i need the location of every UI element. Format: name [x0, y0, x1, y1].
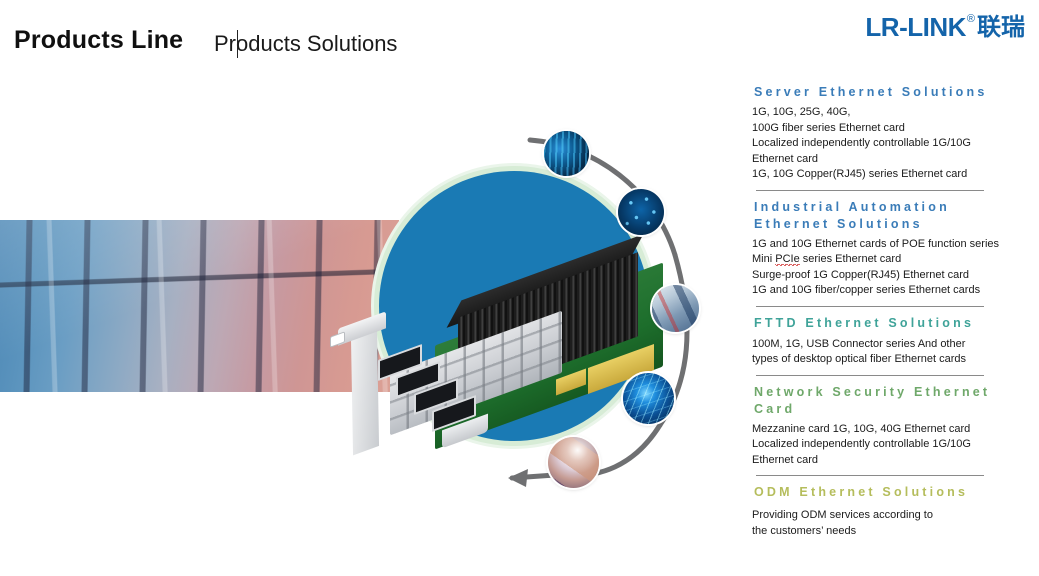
- section-line: 100M, 1G, USB Connector series And other: [752, 337, 966, 350]
- section-line: Providing ODM services according to: [752, 509, 933, 521]
- section-line: 1G and 10G Ethernet cards of POE functio…: [752, 237, 1000, 250]
- section-body: 1G and 10G Ethernet cards of POE functio…: [752, 237, 1035, 299]
- section-body: 100M, 1G, USB Connector series And other…: [752, 337, 1035, 368]
- lr-link-logo: LR-LINK ® 联瑞: [865, 12, 1025, 50]
- section-server-ethernet-solutions: Server Ethernet Solutions 1G, 10G, 25G, …: [750, 84, 1035, 191]
- section-line: Mini PCIe series Ethernet card: [752, 253, 902, 266]
- section-line: the customers’ needs: [752, 524, 857, 537]
- section-heading: ODM Ethernet Solutions: [754, 485, 969, 499]
- section-line: 1G, 10G, 25G, 40G,: [752, 106, 851, 118]
- arrow-head-icon: [508, 469, 528, 487]
- page-subtitle: Products Solutions: [214, 31, 398, 56]
- section-heading: Network Security Ethernet: [754, 384, 991, 399]
- section-fttd-ethernet-solutions: FTTD Ethernet Solutions 100M, 1G, USB Co…: [750, 315, 1035, 376]
- section-divider: [756, 374, 984, 376]
- spellcheck-underlined-word: PCIe: [775, 253, 800, 266]
- solutions-list: Server Ethernet Solutions 1G, 10G, 25G, …: [750, 84, 1035, 539]
- section-divider: [756, 475, 984, 476]
- handshake-bubble-glow: [548, 437, 599, 488]
- section-body: Providing ODM services according to the …: [752, 508, 1035, 539]
- section-line: types of desktop optical fiber Ethernet …: [752, 353, 967, 365]
- logo-chinese-name: 联瑞: [977, 13, 1025, 41]
- section-line: Localized independently controllable 1G/…: [752, 438, 971, 450]
- section-heading-line2: Card: [754, 401, 796, 416]
- section-line: Ethernet card: [752, 152, 819, 165]
- industrial-automation-bubble: [652, 285, 699, 332]
- data-technology-bubble: [623, 373, 674, 424]
- section-line: Surge-proof 1G Copper(RJ45) Ethernet car…: [752, 268, 970, 281]
- building-vertical-mullions: [0, 220, 399, 392]
- product-showcase-graphic: [330, 120, 730, 520]
- industrial-automation-bubble-detail: [652, 285, 699, 332]
- handshake-bubble: [548, 437, 599, 488]
- building-glass-highlights: [0, 220, 399, 392]
- section-heading: FTTD Ethernet Solutions: [754, 315, 975, 330]
- section-body: 1G, 10G, 25G, 40G, 100G fiber series Eth…: [752, 105, 1035, 183]
- section-divider: [756, 189, 984, 191]
- logo-wordmark: LR-LINK: [865, 12, 966, 42]
- data-technology-bubble-lines: [623, 373, 674, 424]
- circuit-network-bubble: [618, 189, 664, 235]
- section-line: Ethernet card: [752, 453, 819, 466]
- building-photo-sheen: [0, 220, 399, 392]
- server-rack-bubble-overlay: [544, 131, 589, 176]
- server-rack-bubble: [544, 131, 589, 176]
- section-line: 1G, 10G Copper(RJ45) series Ethernet car…: [752, 168, 968, 180]
- section-heading: Server Ethernet Solutions: [754, 85, 988, 99]
- section-body: Mezzanine card 1G, 10G, 40G Ethernet car…: [752, 422, 1035, 469]
- section-line: Mezzanine card 1G, 10G, 40G Ethernet car…: [752, 422, 971, 435]
- section-odm-ethernet-solutions: ODM Ethernet Solutions Providing ODM ser…: [750, 484, 1035, 539]
- glass-building-photo: [0, 220, 399, 392]
- circuit-network-bubble-nodes: [618, 189, 664, 235]
- section-divider: [756, 305, 984, 307]
- section-line: Localized independently controllable 1G/…: [752, 137, 971, 149]
- section-line: 100G fiber series Ethernet card: [752, 121, 905, 134]
- section-network-security-ethernet-card: Network Security Ethernet Card Mezzanine…: [750, 384, 1035, 476]
- registered-trademark-icon: ®: [966, 13, 975, 25]
- section-heading-line2: Ethernet Solutions: [754, 216, 923, 231]
- section-heading: Industrial Automation: [754, 199, 950, 214]
- section-industrial-automation-ethernet-solutions: Industrial Automation Ethernet Solutions…: [750, 199, 1035, 307]
- section-line: 1G and 10G fiber/copper series Ethernet …: [752, 284, 981, 296]
- text-cursor-caret: [237, 30, 238, 58]
- page-title: Products Line: [14, 26, 184, 54]
